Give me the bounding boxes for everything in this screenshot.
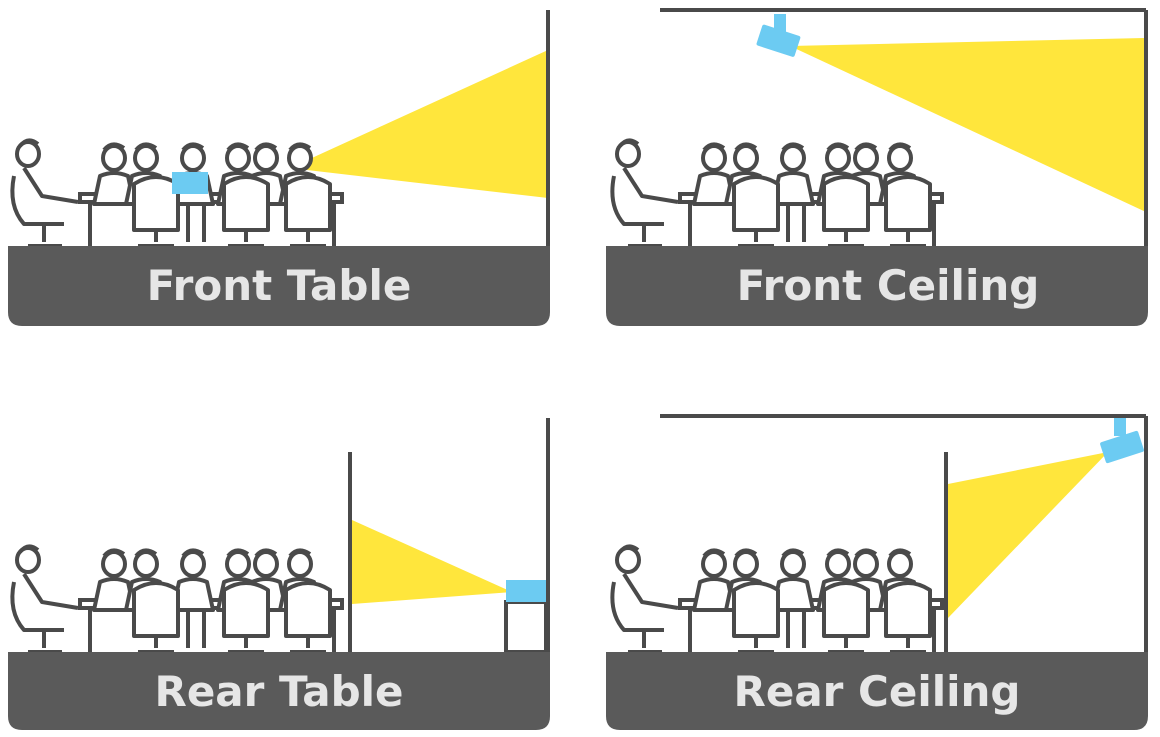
floor-plate xyxy=(606,652,1148,730)
projector-icon xyxy=(172,172,208,194)
meeting-group xyxy=(612,546,942,657)
projector-stand xyxy=(504,600,548,654)
projector-icon xyxy=(756,14,801,58)
panel-label: Front Ceiling xyxy=(737,261,1040,310)
panel-front-table: Front Table xyxy=(8,10,550,326)
panel-rear-ceiling: Rear Ceiling xyxy=(606,414,1148,730)
floor-plate xyxy=(8,246,550,326)
floor-plate xyxy=(8,652,550,730)
projector-icon xyxy=(506,580,546,602)
floor-plate xyxy=(606,246,1148,326)
meeting-group xyxy=(12,140,342,251)
light-beam xyxy=(290,50,548,198)
panel-rear-table: Rear Table xyxy=(8,418,550,730)
panel-label: Rear Ceiling xyxy=(734,667,1021,716)
meeting-group xyxy=(612,140,942,251)
light-beam xyxy=(352,520,512,604)
meeting-group xyxy=(12,546,342,657)
light-beam xyxy=(948,452,1108,618)
panel-label: Rear Table xyxy=(154,667,403,716)
projector-icon xyxy=(1100,418,1144,464)
panel-label: Front Table xyxy=(147,261,412,310)
light-beam xyxy=(790,38,1146,212)
panel-front-ceiling: Front Ceiling xyxy=(606,8,1148,326)
